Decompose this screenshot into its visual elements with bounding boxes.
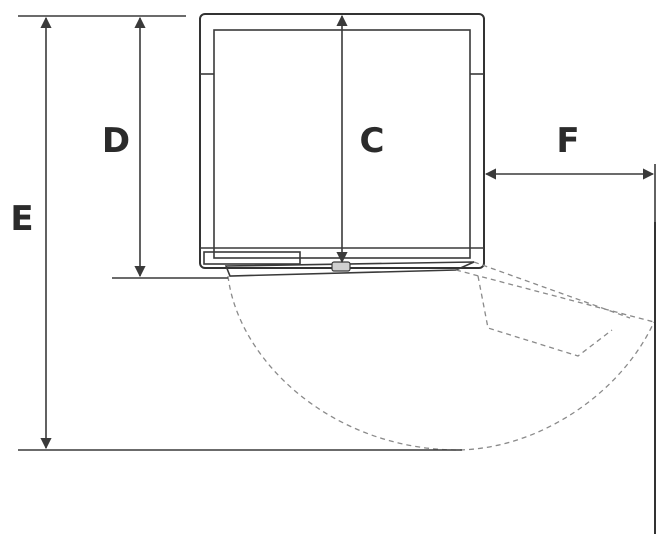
dimension-e-label: E	[10, 199, 33, 239]
dimension-f-label: F	[556, 121, 579, 161]
dimension-d-label: D	[102, 121, 130, 161]
dimension-c-label: C	[360, 121, 385, 161]
door-base	[203, 251, 475, 277]
door-swing-path	[227, 261, 655, 451]
